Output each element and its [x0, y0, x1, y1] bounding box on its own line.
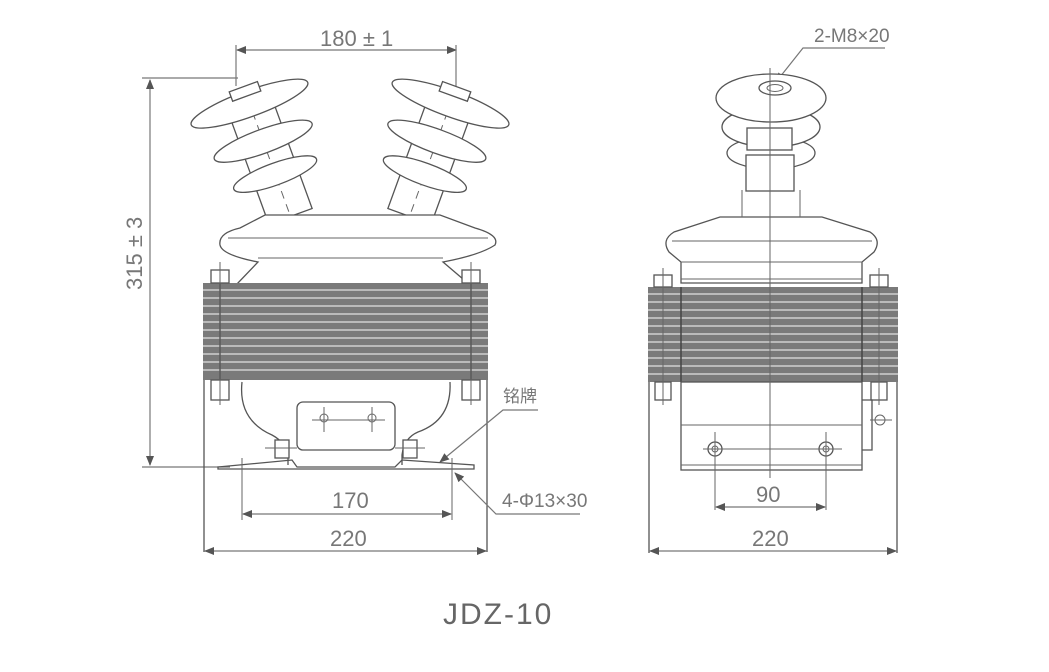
dim-220-front-text: 220 [330, 526, 367, 551]
side-core-bolts [653, 268, 889, 405]
terminal-label: 2-M8×20 [814, 26, 890, 47]
side-core [648, 287, 898, 382]
dimension-220-front: 220 [204, 526, 487, 555]
drawing-title: JDZ-10 [443, 598, 553, 631]
nameplate-leader: 铭牌 [439, 387, 538, 463]
dim-220-side-text: 220 [752, 526, 789, 551]
nameplate-label: 铭牌 [503, 387, 537, 407]
dimension-220-side: 220 [649, 526, 897, 555]
side-lower-body [648, 381, 898, 553]
terminal-leader: 2-M8×20 [775, 26, 890, 83]
dimension-top-180: 180 ± 1 [235, 26, 457, 86]
left-insulator [190, 78, 318, 226]
holes-label: 4-Φ13×30 [502, 491, 587, 512]
dimension-height-315: 315 ± 3 [122, 77, 238, 468]
side-view: 2-M8×20 [648, 26, 898, 555]
nameplate [296, 401, 396, 451]
insulator-base-skirt [219, 214, 497, 286]
core-bolts [210, 262, 481, 405]
side-base-skirt [665, 190, 878, 284]
dimension-90: 90 [715, 482, 826, 511]
side-insulator [715, 73, 827, 192]
holes-leader: 4-Φ13×30 [454, 472, 587, 515]
dim-height-text: 315 ± 3 [122, 217, 147, 290]
dim-90-text: 90 [756, 482, 780, 507]
dim-top-text: 180 ± 1 [320, 26, 393, 51]
front-core [203, 283, 488, 380]
right-insulator [382, 78, 510, 226]
front-lower-body [203, 380, 488, 552]
dimension-170: 170 [242, 488, 452, 518]
dim-170-text: 170 [332, 488, 369, 513]
front-view: 180 ± 1 315 ± 3 [122, 26, 587, 555]
